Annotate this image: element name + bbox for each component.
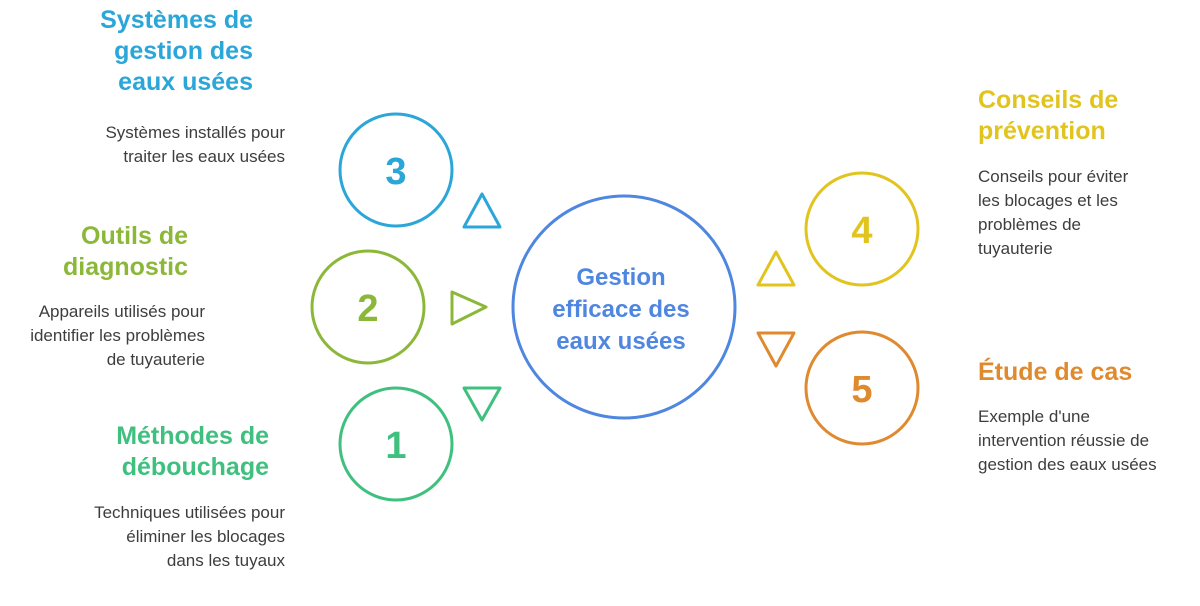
node-number-2: 2: [357, 288, 378, 330]
item-description-1: Techniques utilisées pour éliminer les b…: [94, 503, 285, 570]
item-title-1: Méthodes de débouchage: [116, 422, 269, 481]
node-number-1: 1: [385, 425, 406, 467]
item-title-2: Outils de diagnostic: [62, 222, 188, 281]
arrow-2: [450, 290, 488, 326]
node-circle-1: [338, 386, 454, 502]
node-circle-4: [804, 171, 920, 287]
arrow-1: [462, 386, 502, 422]
node-circle-5: [804, 330, 920, 446]
arrow-3: [462, 192, 502, 229]
item-description-4: Conseils pour éviter les blocages et les…: [978, 167, 1129, 258]
item-title-3: Systèmes de gestion des eaux usées: [100, 6, 253, 96]
node-circle-3: [338, 112, 454, 228]
item-description-3: Systèmes installés pour traiter les eaux…: [105, 123, 285, 166]
arrow-5: [756, 331, 796, 368]
node-number-4: 4: [851, 210, 872, 252]
node-number-3: 3: [385, 151, 406, 193]
center-circle: [511, 194, 737, 420]
node-number-5: 5: [851, 369, 872, 411]
center-label-line2: efficace des: [552, 296, 689, 323]
arrow-4: [756, 250, 796, 287]
item-description-2: Appareils utilisés pour identifier les p…: [30, 302, 205, 369]
center-label-line3: eaux usées: [556, 328, 685, 355]
node-circle-2: [310, 249, 426, 365]
item-title-5: Étude de cas: [978, 358, 1133, 386]
item-description-5: Exemple d'une intervention réussie de ge…: [978, 407, 1157, 474]
center-label-line1: Gestion: [576, 264, 665, 291]
item-title-4: Conseils de prévention: [978, 86, 1119, 145]
